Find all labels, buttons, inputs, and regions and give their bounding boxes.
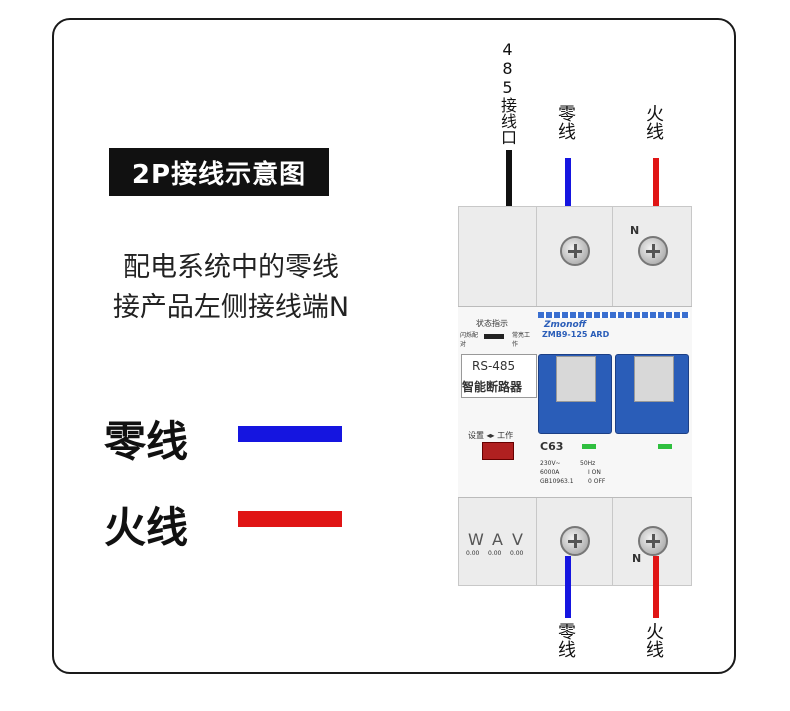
smart-breaker: N Zmonoff ZMB9-125 ARD 状态指示 闪烁配对 常亮工作 RS… — [458, 206, 692, 586]
live-bottom-label: 火线 — [643, 622, 664, 658]
n-terminal-label-top: N — [630, 224, 640, 237]
content-frame — [52, 18, 736, 674]
neutral-bottom-label: 零线 — [555, 622, 576, 658]
status-title: 状态指示 — [476, 319, 508, 328]
neutral-top-label: 零线 — [555, 104, 576, 140]
meter-a-value: 0.00 — [488, 550, 502, 557]
meter-w-unit: W — [468, 530, 484, 549]
live-terminal-screw-top — [638, 236, 668, 266]
live-wire-bottom — [653, 556, 659, 618]
brand-logo: Zmonoff — [544, 320, 587, 330]
status-right: 常亮工作 — [512, 332, 531, 348]
live-terminal-screw-bottom — [638, 526, 668, 556]
neutral-wire-top — [565, 158, 571, 220]
live-indicator — [658, 444, 672, 449]
meter-v-unit: V — [512, 530, 523, 549]
status-led — [484, 334, 504, 339]
capacity-label: 6000A — [540, 469, 560, 476]
rs485-port-label: 485接线口 — [498, 40, 517, 145]
live-wire-top — [653, 158, 659, 220]
frequency-label: 50Hz — [580, 460, 596, 467]
neutral-handle[interactable] — [556, 356, 596, 402]
label-box — [461, 354, 537, 398]
description-line-2: 接产品左侧接线端N — [112, 292, 350, 323]
brand-stripe — [538, 312, 690, 318]
settings-button[interactable] — [482, 442, 514, 460]
meter-v-value: 0.00 — [510, 550, 524, 557]
meter-a-unit: A — [492, 530, 503, 549]
live-top-label: 火线 — [643, 104, 664, 140]
off-label: 0 OFF — [588, 478, 606, 485]
legend-neutral-swatch — [238, 426, 342, 442]
description: 配电系统中的零线 接产品左侧接线端N — [86, 248, 376, 328]
legend-live-swatch — [238, 511, 342, 527]
legend-neutral-label: 零线 — [104, 417, 189, 466]
on-label: I ON — [588, 469, 601, 476]
description-line-1: 配电系统中的零线 — [123, 252, 339, 283]
standard-label: GB10963.1 — [540, 478, 574, 485]
voltage-label: 230V~ — [540, 460, 561, 467]
status-left: 闪烁配对 — [460, 332, 479, 348]
neutral-indicator — [582, 444, 596, 449]
model-number: ZMB9-125 ARD — [542, 330, 610, 339]
rating-label: C63 — [540, 440, 564, 453]
settings-label: 设置 ◂▸ 工作 — [468, 431, 514, 440]
legend-live-label: 火线 — [104, 503, 189, 552]
page-title: 2P接线示意图 — [109, 148, 329, 196]
rs485-wire — [506, 150, 512, 220]
neutral-wire-bottom — [565, 556, 571, 618]
n-terminal-label-bottom: N — [632, 552, 642, 565]
meter-w-value: 0.00 — [466, 550, 480, 557]
smart-breaker-label: 智能断路器 — [462, 380, 523, 394]
rs485-label: RS-485 — [472, 359, 516, 373]
neutral-terminal-screw-top — [560, 236, 590, 266]
neutral-terminal-screw-bottom — [560, 526, 590, 556]
live-handle[interactable] — [634, 356, 674, 402]
